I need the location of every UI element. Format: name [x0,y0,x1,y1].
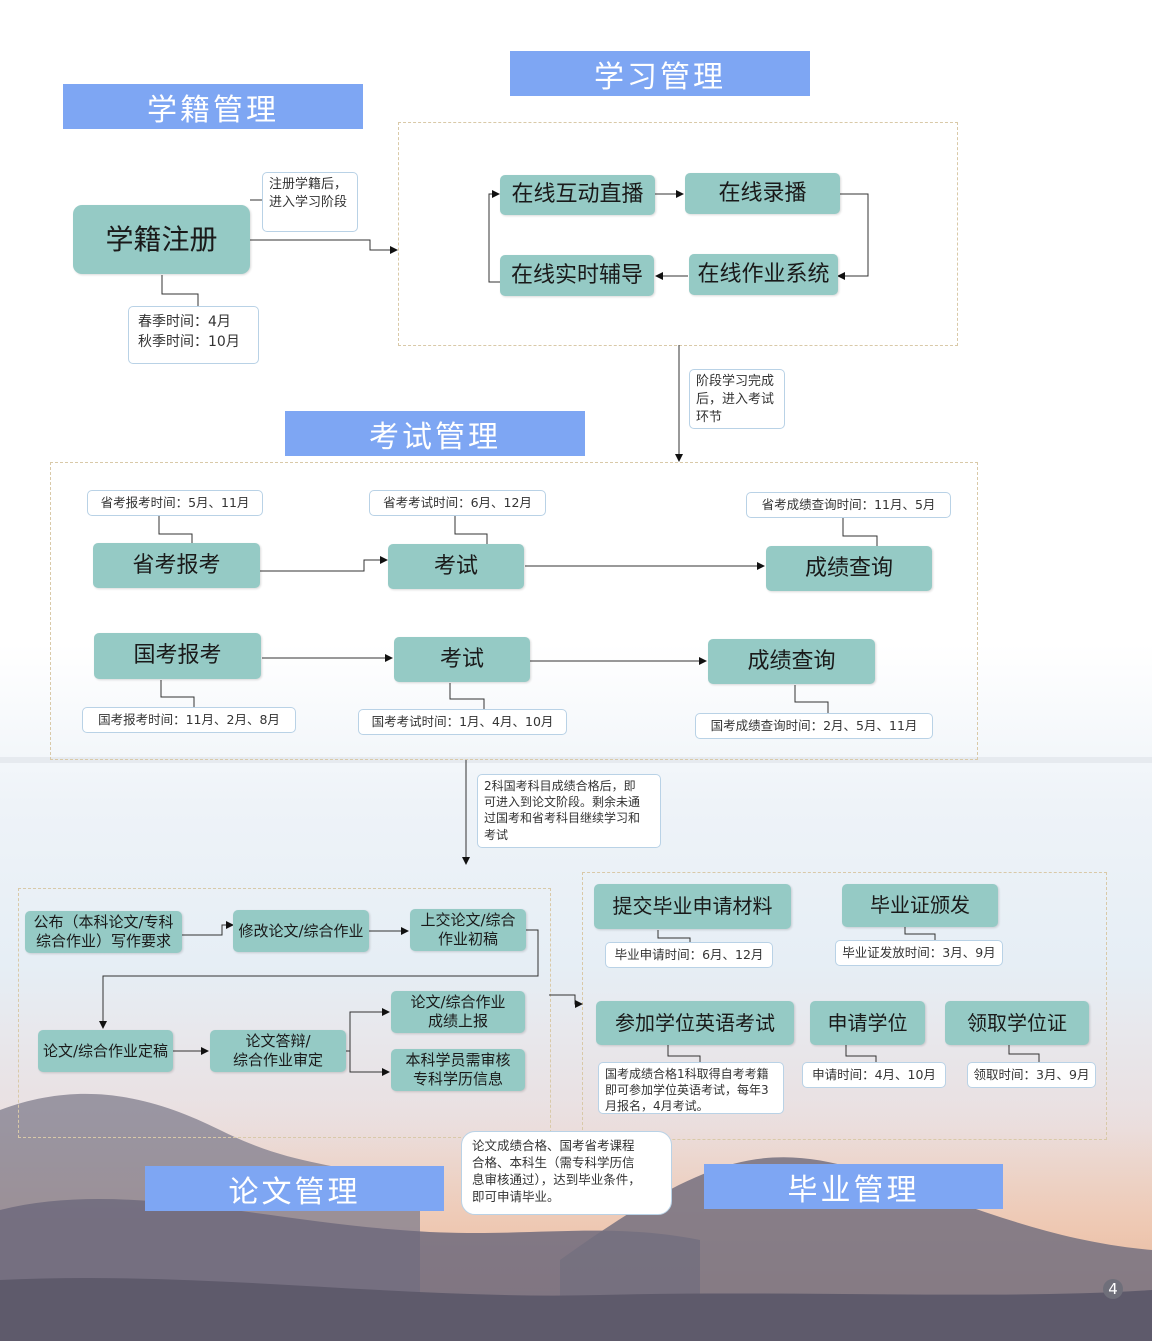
study-homework-node: 在线作业系统 [689,254,838,295]
nat-exam-time-note: 国考考试时间：1月、4月、10月 [358,709,567,735]
thesis-submit-node: 上交论文/综合 作业初稿 [410,909,526,951]
study-record-node: 在线录播 [685,173,840,214]
thesis-graduate-note: 论文成绩合格、国考省考课程 合格、本科生（需专科学历信 息审核通过），达到毕业条… [461,1131,672,1215]
grad-get-degree-node: 领取学位证 [945,1001,1089,1045]
study-tutor-node: 在线实时辅导 [500,255,654,296]
grad-apply-material-node: 提交毕业申请材料 [594,884,791,929]
prov-register-time-note: 省考报考时间：5月、11月 [87,490,263,516]
prov-score-time-note: 省考成绩查询时间：11月、5月 [746,492,951,518]
grad-get-time-note: 领取时间：3月、9月 [967,1062,1096,1088]
thesis-revise-node: 修改论文/综合作业 [233,910,369,952]
grad-certificate-time-note: 毕业证发放时间：3月、9月 [835,940,1003,966]
enroll-time-note: 春季时间：4月 秋季时间：10月 [128,306,259,364]
enroll-register-node: 学籍注册 [73,205,250,274]
nat-register-node: 国考报考 [94,633,261,679]
grad-apply-degree-node: 申请学位 [810,1001,925,1045]
prov-register-node: 省考报考 [93,543,260,588]
study-next-note: 阶段学习完成 后，进入考试 环节 [689,369,785,429]
thesis-frame [18,888,551,1138]
grad-apply-time-note: 毕业申请时间：6月、12月 [605,942,773,968]
thesis-defense-node: 论文答辩/ 综合作业审定 [210,1030,346,1072]
thesis-report-node: 论文/综合作业 成绩上报 [391,991,525,1033]
nat-exam-node: 考试 [394,637,530,682]
prov-score-node: 成绩查询 [766,546,932,591]
header-study-management: 学习管理 [510,51,810,96]
prov-exam-node: 考试 [388,544,524,589]
header-graduate-management: 毕业管理 [704,1164,1003,1209]
header-enroll-management: 学籍管理 [63,84,363,129]
thesis-verify-node: 本科学员需审核 专科学历信息 [391,1049,525,1091]
grad-degree-time-note: 申请时间：4月、10月 [802,1062,946,1088]
thesis-publish-node: 公布（本科论文/专科 综合作业）写作要求 [25,911,182,953]
nat-register-time-note: 国考报考时间：11月、2月、8月 [82,707,296,733]
nat-score-time-note: 国考成绩查询时间：2月、5月、11月 [695,713,933,739]
prov-exam-time-note: 省考考试时间：6月、12月 [369,490,546,516]
grad-english-note: 国考成绩合格1科取得自考考籍 即可参加学位英语考试，每年3 月报名，4月考试。 [598,1062,784,1114]
header-exam-management: 考试管理 [285,411,585,456]
header-thesis-management: 论文管理 [145,1166,444,1211]
grad-english-node: 参加学位英语考试 [596,1001,794,1045]
grad-certificate-node: 毕业证颁发 [842,884,998,927]
study-live-node: 在线互动直播 [500,175,655,215]
page-number: 4 [1103,1279,1123,1299]
exam-next-note: 2科国考科目成绩合格后，即 可进入到论文阶段。剩余未通 过国考和省考科目继续学习… [477,774,661,848]
study-frame [398,122,958,346]
thesis-final-node: 论文/综合作业定稿 [38,1030,173,1072]
enroll-after-note: 注册学籍后， 进入学习阶段 [262,172,358,232]
nat-score-node: 成绩查询 [708,639,875,684]
exam-frame [50,462,978,760]
